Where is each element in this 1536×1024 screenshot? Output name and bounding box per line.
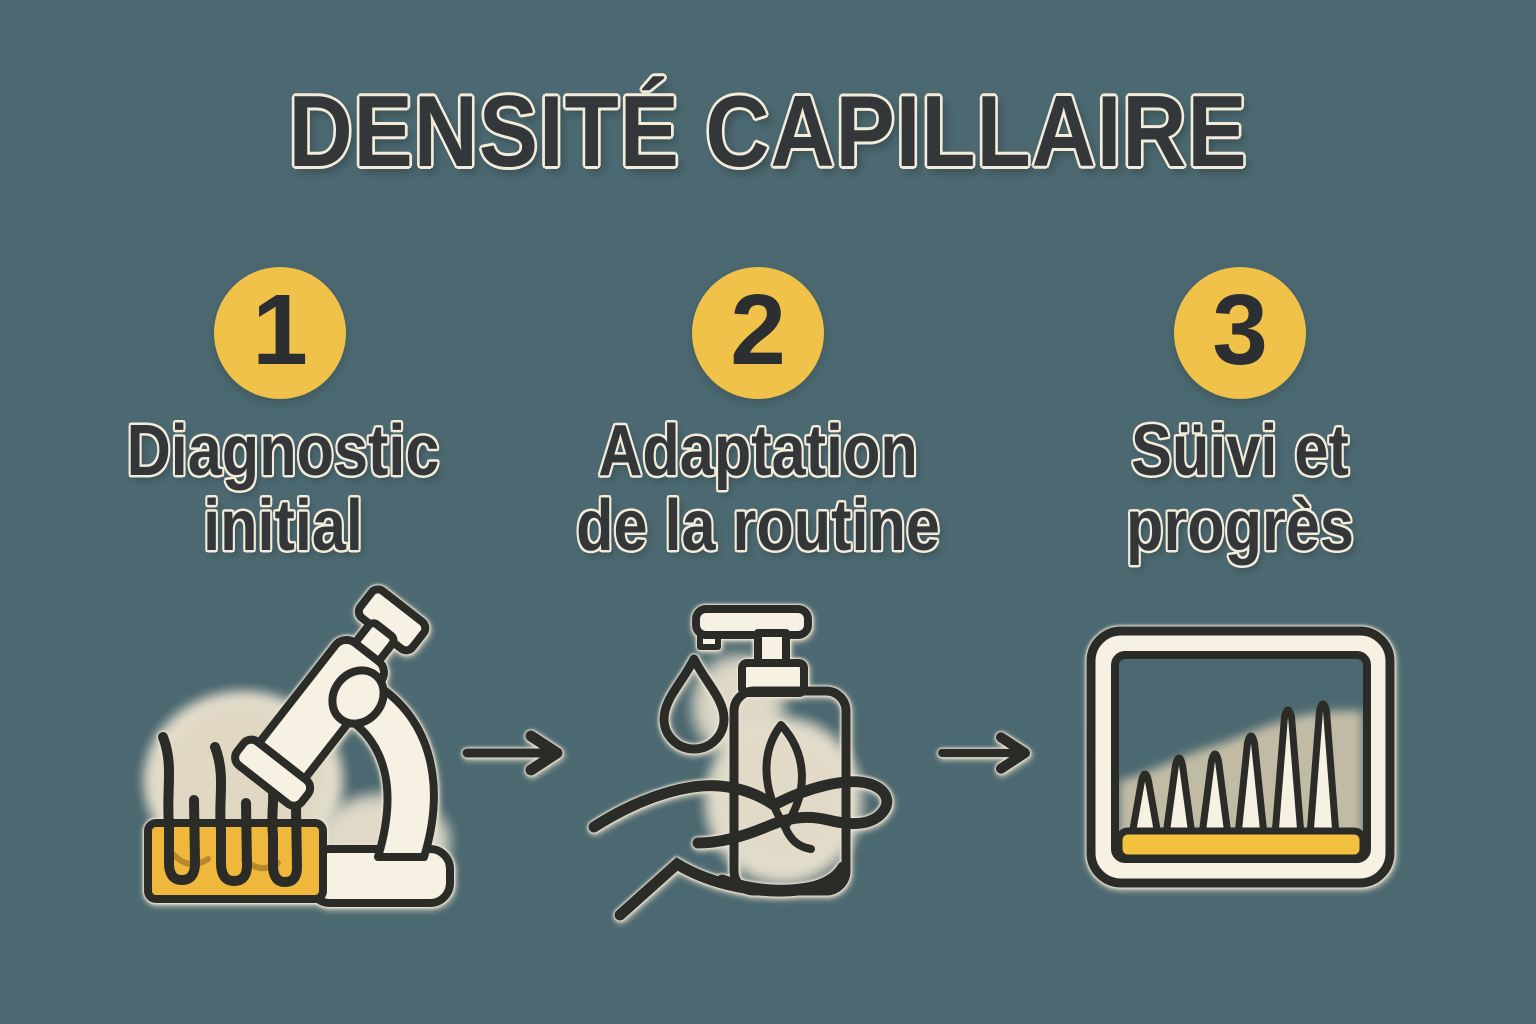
- step-1-number: 1: [252, 274, 308, 386]
- hand-cradle: [716, 873, 846, 896]
- step-2-number-badge: 2: [692, 267, 824, 399]
- step-3-label-line1: Süivi et: [1131, 411, 1349, 491]
- page-title: DENSITÉ CAPILLAIRE: [288, 76, 1248, 188]
- step-1-label-line1: Diagnostic: [126, 411, 440, 491]
- step-3-number: 3: [1212, 274, 1268, 386]
- hand-top-edge: [588, 780, 780, 833]
- arrow-head: [525, 730, 563, 776]
- microscope-objective: [231, 735, 315, 810]
- step-3-label: Süivi et progrès: [985, 414, 1495, 564]
- arrow-head: [995, 732, 1031, 774]
- arrow-right-icon: [462, 730, 563, 776]
- hair-strand: [263, 760, 302, 887]
- hair-spike: [1162, 754, 1196, 839]
- hair-strand: [158, 732, 200, 885]
- hair-growth-monitor-icon: [1086, 626, 1395, 888]
- step-1-label-line2: initial: [203, 486, 363, 566]
- hair-spike: [1198, 750, 1232, 839]
- step-3-number-badge: 3: [1174, 267, 1306, 399]
- step-1-number-badge: 1: [214, 267, 346, 399]
- step-2-label-line1: Adaptation: [598, 411, 918, 491]
- step-2-label: Adaptation de la routine: [503, 414, 1013, 564]
- droplet-icon: [659, 654, 729, 754]
- microscope-pivot: [328, 666, 388, 728]
- baseline-bar: [1115, 827, 1367, 862]
- hair-spike: [1271, 706, 1305, 839]
- pump-head: [692, 605, 812, 639]
- hair-spike: [1306, 700, 1340, 839]
- leaf-stem: [781, 823, 815, 853]
- step-3-label-line2: progrès: [1126, 486, 1354, 566]
- hair-spike: [1128, 770, 1162, 839]
- microscope-arm: [342, 677, 438, 861]
- step-1-label: Diagnostic initial: [28, 414, 538, 564]
- step-2-label-line2: de la routine: [576, 486, 940, 566]
- microscope-hair-follicle-icon: [144, 585, 454, 907]
- arrow-right-icon: [938, 732, 1031, 774]
- step-2-number: 2: [730, 274, 786, 386]
- hand-pump-bottle-icon: [588, 605, 893, 921]
- hair-spike: [1234, 732, 1268, 839]
- hair-strand: [210, 742, 252, 886]
- hand-finger: [692, 776, 893, 849]
